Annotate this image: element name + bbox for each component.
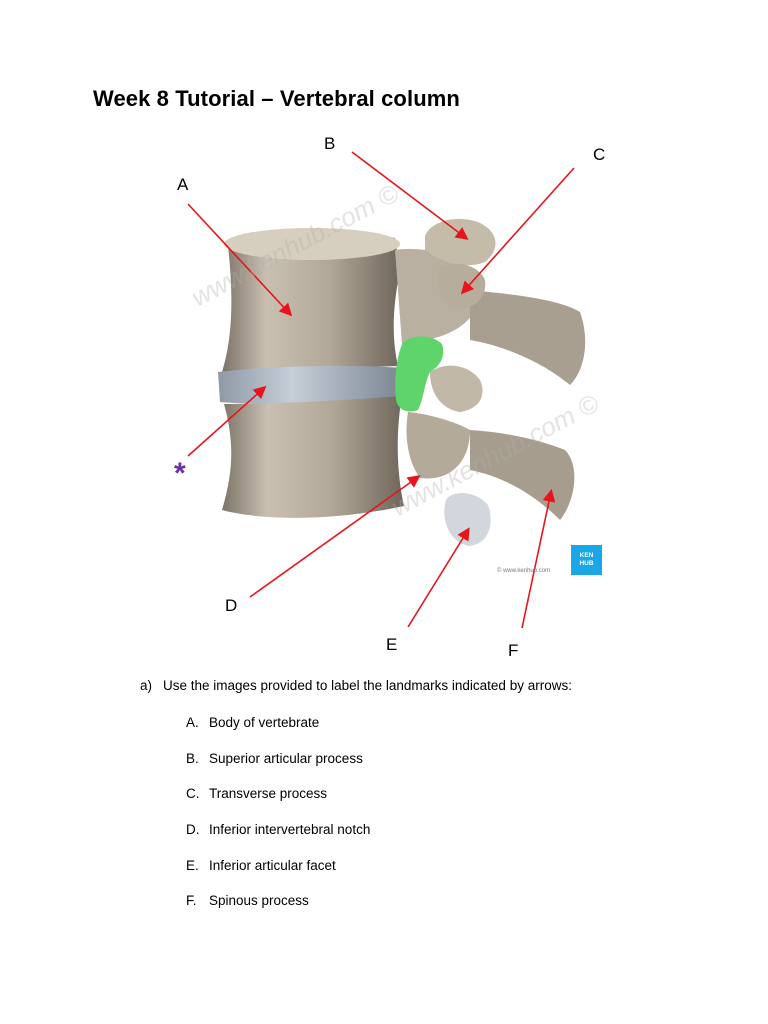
arrow-a — [187, 203, 293, 317]
arrow-e — [407, 527, 470, 628]
lower-vertebral-body — [222, 396, 404, 518]
vertebrae-illustration — [187, 151, 586, 629]
logo-line-2: HUB — [579, 560, 594, 567]
list-item-text: Inferior intervertebral notch — [209, 822, 371, 838]
list-item-letter: B. — [186, 750, 199, 766]
figure-label-e: E — [386, 635, 398, 654]
list-item-letter: D. — [186, 822, 200, 838]
list-item-letter: C. — [186, 786, 200, 802]
kenhub-logo: KEN HUB — [571, 545, 602, 575]
upper-vertebral-body — [222, 230, 400, 372]
list-item: D. Inferior intervertebral notch — [186, 812, 370, 848]
superior-articular-process-shape — [425, 218, 496, 266]
question-a: a) Use the images provided to label the l… — [140, 678, 572, 693]
arrow-star — [187, 385, 267, 457]
image-credit: © www.kenhub.com — [497, 568, 551, 574]
figure-label-f: F — [508, 641, 519, 660]
intervertebral-foramen-highlight — [395, 336, 444, 412]
inferior-articular-facet — [444, 493, 491, 546]
answer-list: A. Body of vertebrate B. Superior articula… — [186, 705, 370, 919]
arrow-c — [460, 167, 575, 295]
arrow-d — [249, 475, 421, 598]
question-number: a) — [140, 678, 153, 693]
list-item: E. Inferior articular facet — [186, 848, 370, 884]
list-item: B. Superior articular process — [186, 741, 370, 777]
list-item-letter: E. — [186, 857, 199, 873]
arrow-b — [351, 151, 469, 240]
list-item-text: Transverse process — [209, 786, 328, 802]
figure-label-a: A — [177, 175, 189, 194]
page-title: Week 8 Tutorial – Vertebral column — [93, 86, 460, 111]
list-item: C. Transverse process — [186, 776, 370, 812]
lower-articular-process — [430, 365, 483, 412]
list-item-text: Inferior articular facet — [209, 857, 336, 873]
figure-label-c: C — [593, 145, 606, 164]
list-item-text: Body of vertebrate — [209, 715, 320, 730]
list-item: A. Body of vertebrate — [186, 705, 370, 741]
list-item: F. Spinous process — [186, 883, 370, 919]
figure-label-d: D — [225, 596, 238, 615]
list-item-letter: F. — [186, 893, 197, 909]
question-text: Use the images provided to label the lan… — [163, 678, 572, 693]
figure-label-b: B — [324, 134, 336, 153]
vertebrae-figure: www.kenhub.com © www.kenhub.com © A B C … — [174, 134, 606, 660]
upper-transverse-process — [470, 290, 586, 385]
lower-lamina — [406, 412, 470, 479]
arrow-f — [521, 488, 556, 629]
list-item-text: Superior articular process — [209, 750, 363, 766]
logo-line-1: KEN — [579, 552, 594, 559]
list-item-text: Spinous process — [209, 893, 309, 909]
list-item-letter: A. — [186, 715, 199, 730]
figure-label-asterisk: * — [174, 457, 186, 490]
